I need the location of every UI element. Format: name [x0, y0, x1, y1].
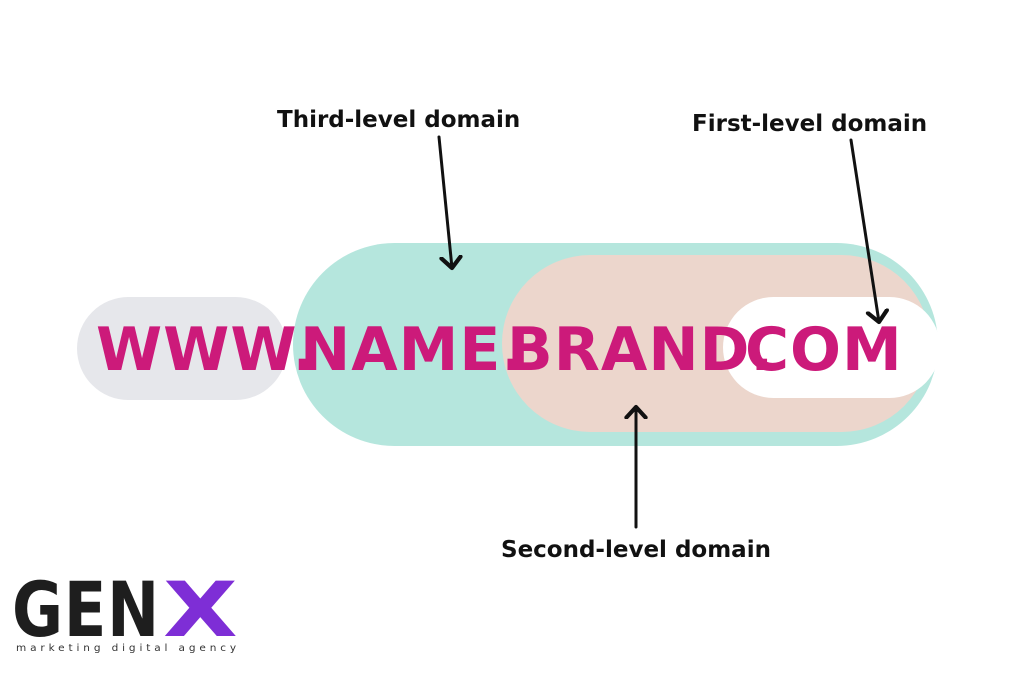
com-text: COM — [745, 315, 903, 385]
www-pill — [77, 297, 287, 400]
logo-tagline: marketing digital agency — [16, 643, 240, 654]
www-text: WWW. — [96, 315, 316, 385]
brand-text: BRAND. — [507, 315, 774, 385]
logo-word-main: GEN — [12, 565, 160, 654]
genx-logo: GEN X marketing digital agency — [12, 565, 240, 654]
third-level-arrow — [437, 135, 452, 268]
second-level-label: Second-level domain — [501, 537, 771, 563]
logo-word-accent: X — [163, 565, 239, 654]
first-level-label: First-level domain — [692, 111, 927, 137]
third-level-label: Third-level domain — [277, 107, 520, 133]
first-level-arrow — [849, 138, 879, 322]
name-text: NAME. — [300, 315, 525, 385]
